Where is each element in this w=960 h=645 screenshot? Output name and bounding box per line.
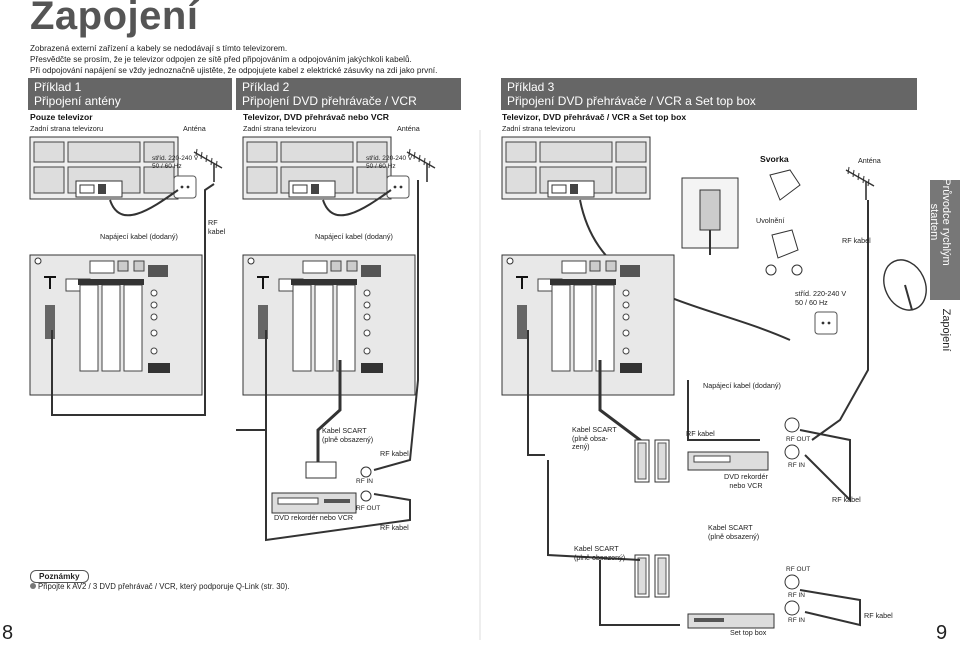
intro-text: Zobrazená externí zařízení a kabely se n… — [30, 43, 437, 76]
tv-connection-panel-1 — [29, 254, 203, 396]
example1-subtitle: Pouze televizor — [30, 112, 93, 122]
example1-antenna-label: Anténa — [183, 124, 206, 133]
example2-rf-in: RF IN — [356, 478, 373, 485]
example1-banner: Příklad 1 Připojení antény — [28, 78, 232, 110]
notes-item: Připojte k AV2 / 3 DVD přehrávač / VCR, … — [30, 582, 290, 591]
example3-power-cable-label: Napájecí kabel (dodaný) — [703, 381, 781, 390]
wall-outlet-icon — [386, 175, 410, 199]
set-top-box-label: Set top box — [730, 628, 767, 637]
satellite-dish-icon — [883, 259, 927, 311]
example3-mains-label: stříd. 220-240 V 50 / 60 Hz — [795, 289, 847, 307]
set-top-box-icon — [687, 613, 775, 629]
example2-power-cable-label: Napájecí kabel (dodaný) — [315, 232, 393, 241]
example3-banner: Příklad 3 Připojení DVD přehrávače / VCR… — [501, 78, 917, 110]
example3-rf-cable-right: RF kabel — [842, 236, 871, 245]
example3-subtitle: Televizor, DVD přehrávač / VCR a Set top… — [502, 112, 687, 122]
example3-rf-cable-2: RF kabel — [832, 495, 861, 504]
page-title: Zapojení — [30, 0, 199, 38]
example3-device-label: DVD rekordér nebo VCR — [724, 472, 768, 490]
left-page-number: 8 — [2, 622, 14, 644]
clamp-label: Svorka — [760, 154, 789, 164]
wall-outlet-icon — [173, 175, 197, 199]
side-tab-section — [930, 300, 960, 362]
intro-line: Zobrazená externí zařízení a kabely se n… — [30, 44, 288, 53]
wall-outlet-icon — [814, 311, 838, 335]
example2-subtitle: Televizor, DVD přehrávač nebo VCR — [243, 112, 389, 122]
example2-rf-out: RF OUT — [356, 505, 381, 512]
example2-rf-cable-bottom: RF kabel — [380, 523, 409, 532]
example2-scart-label: Kabel SCART (plně obsazený) — [322, 426, 374, 444]
scart-plug-icon — [654, 439, 670, 483]
example3-scart-label-1: Kabel SCART (plně obsa- zený) — [572, 425, 617, 451]
notes-heading: Poznámky — [30, 570, 89, 583]
intro-line: Přesvědčte se prosím, že je televizor od… — [30, 55, 412, 64]
scart-plug-icon — [654, 554, 670, 598]
antenna-icon — [845, 166, 875, 201]
example1-power-cable-label: Napájecí kabel (dodaný) — [100, 232, 178, 241]
tv-back-top-3 — [501, 136, 651, 200]
example3-rf-out-2: RF OUT — [786, 566, 811, 573]
right-page-number: 9 — [936, 622, 948, 644]
vcr-device-icon — [687, 451, 769, 471]
example2-device-label: DVD rekordér nebo VCR — [274, 513, 354, 522]
side-tab-section-label: Zapojení — [940, 308, 952, 352]
scart-plug-icon — [634, 439, 650, 483]
example3-back-label: Zadní strana televizoru — [502, 124, 576, 133]
example1-back-label: Zadní strana televizoru — [30, 124, 104, 133]
example3-rf-out-1: RF OUT — [786, 436, 811, 443]
quick-start-guide-label: Průvodce rychlým startem — [928, 178, 952, 266]
example3-rf-in-3: RF IN — [788, 617, 805, 624]
example2-rf-cable-top: RF kabel — [380, 449, 409, 458]
example2-banner: Příklad 2 Připojení DVD přehrávače / VCR — [236, 78, 461, 110]
example3-rf-cable-3: RF kabel — [864, 611, 893, 620]
example2-antenna-label: Anténa — [397, 124, 420, 133]
bullet-icon — [30, 583, 36, 589]
example3-scart-label-2: Kabel SCART (plně obsazený) — [708, 523, 760, 541]
example3-rf-in-2: RF IN — [788, 592, 805, 599]
clamp-icon — [769, 169, 801, 259]
example1-mains-label: stříd. 220-240 V 50 / 60 Hz — [152, 155, 199, 170]
example3-rf-in-1: RF IN — [788, 462, 805, 469]
scart-plug-icon — [634, 554, 650, 598]
example2-back-label: Zadní strana televizoru — [243, 124, 317, 133]
dvd-recorder-icon — [271, 492, 357, 514]
release-label: Uvolnění — [756, 216, 785, 225]
tv-connection-panel-2 — [242, 254, 416, 396]
example3-scart-label-3: Kabel SCART (plně obsazený) — [574, 544, 626, 562]
intro-line: Při odpojování napájení se vždy jednozna… — [30, 66, 438, 75]
example2-mains-label: stříd. 220-240 V 50 / 60 Hz — [366, 155, 413, 170]
example3-rf-cable-mid: RF kabel — [686, 429, 715, 438]
example3-antenna-label: Anténa — [858, 156, 881, 165]
example1-rf-cable-label: RF kabel — [208, 218, 226, 236]
